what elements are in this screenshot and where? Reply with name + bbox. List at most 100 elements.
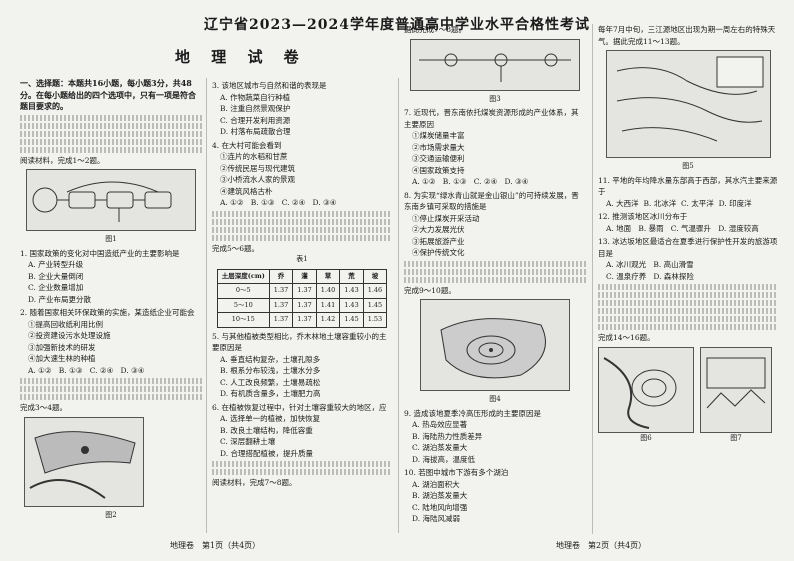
table-cell: 10～15 bbox=[216, 312, 270, 328]
q7-item-1: ①煤炭储量丰富 bbox=[412, 131, 465, 140]
q10-option-d: D. 海陆风减弱 bbox=[412, 514, 461, 523]
q2-item-2: ②投资建设污水处理设施 bbox=[28, 331, 111, 340]
q1-option-d: D. 产业布局更分散 bbox=[28, 294, 92, 304]
figure-1-caption: 图1 bbox=[105, 235, 117, 243]
q11-option-c: C. 太平洋 bbox=[681, 198, 714, 208]
q2-item-4: ④加大速生林的种植 bbox=[28, 354, 96, 363]
table-cell: 1.40 bbox=[315, 283, 341, 299]
q7-item-3: ③交通运输便利 bbox=[412, 154, 465, 163]
table-cell: 1.37 bbox=[292, 297, 317, 313]
q4-item-4: ④建筑风格古朴 bbox=[220, 186, 273, 196]
q8-item-4: ④保护传统文化 bbox=[412, 248, 465, 257]
village-map bbox=[29, 430, 136, 499]
q2-answer-c: C. ②④ bbox=[89, 365, 114, 375]
q12-option-a: A. 地面 bbox=[606, 223, 632, 233]
intro-5-6: 完成5～6题。 bbox=[212, 243, 260, 253]
q7-item-4: ④国家政策支持 bbox=[412, 165, 465, 175]
q4-answer-d: D. ③④ bbox=[312, 198, 337, 207]
question-9: 9. 造成该地夏季冷高压形成的主要原因是 bbox=[404, 408, 542, 418]
q5-option-c: C. 人工改良频繁，土壤易疏松 bbox=[220, 377, 321, 387]
exam-title: 辽宁省2023—2024学年度普通高中学业水平合格性考试 bbox=[204, 17, 590, 33]
q13-option-d: D. 森林探险 bbox=[653, 271, 694, 281]
q5-option-a: A. 垂直结构复杂，土壤孔隙多 bbox=[220, 354, 321, 364]
q4-answer-a: A. ①② bbox=[220, 198, 244, 207]
q2-item-3: ③加强新技术的研发 bbox=[28, 342, 96, 352]
table-header: 荒 bbox=[339, 268, 364, 284]
q3-option-b: B. 注重自然景观保护 bbox=[220, 104, 291, 113]
question-1: 1. 国家政策的变化对中国造纸产业的主要影响是 bbox=[20, 248, 180, 258]
table-header: 草 bbox=[315, 268, 341, 284]
paper-title: 地 理 试 卷 bbox=[175, 48, 307, 66]
intro-11-13: 每年7月中旬，三江源地区出现为期一周左右的特殊天气。据此完成11～13题。 bbox=[598, 25, 776, 46]
figures-6-7: 图6 图7 bbox=[598, 346, 778, 445]
q11-option-d: D. 印度洋 bbox=[718, 198, 752, 208]
q8-item-3: ③拓展旅游产业 bbox=[412, 236, 465, 246]
table-cell: 1.45 bbox=[339, 312, 364, 328]
q4-item-3: ③小桥流水人家的景观 bbox=[220, 175, 295, 184]
table-1-caption: 表1 bbox=[296, 255, 308, 263]
q7-answer-a: A. ①② bbox=[412, 177, 436, 186]
q7-answer-d: D. ③④ bbox=[504, 177, 529, 186]
table-cell: 1.45 bbox=[362, 297, 388, 313]
intro-3-4: 完成3～4题。 bbox=[20, 403, 68, 412]
q6-option-a: A. 选择单一的植被，加快恢复 bbox=[220, 414, 321, 423]
q12-option-c: C. 气温骤升 bbox=[670, 223, 712, 233]
table-cell: 1.37 bbox=[292, 312, 317, 328]
paper-industry-flow-diagram bbox=[32, 181, 172, 222]
footer-left: 地理卷 第1页（共4页） bbox=[170, 541, 261, 550]
intro-7-8: 据此完成7～8题。 bbox=[404, 25, 467, 34]
q11-option-b: B. 北冰洋 bbox=[643, 198, 677, 208]
page-divider bbox=[398, 78, 399, 533]
table-row: 5～10 1.37 1.37 1.41 1.43 1.45 bbox=[216, 297, 388, 313]
column-3: 据此完成7～8题。 图3 7. 近现代，晋东南依托煤炭资源形成的产业体系，其主要… bbox=[404, 24, 586, 534]
intro-9-10: 完成9～10题。 bbox=[404, 285, 456, 295]
q2-item-1: ①提高回收纸利用比例 bbox=[28, 319, 103, 329]
q2-answer-b: B. ①③ bbox=[58, 365, 83, 375]
figure-6-wrap: 图6 bbox=[598, 346, 694, 445]
figure-7-wrap: 图7 bbox=[700, 346, 772, 445]
question-2: 2. 随着国家相关环保政策的实施，某造纸企业可能会 bbox=[20, 308, 195, 317]
section-head: 一、选择题：本题共16小题，每小题3分，共48分。在每小题给出的四个选项中，只有… bbox=[20, 78, 196, 111]
column-divider bbox=[206, 78, 207, 533]
figure-1 bbox=[26, 169, 196, 231]
question-6: 6. 在植被恢复过程中，针对土壤容重较大的地区，应 bbox=[212, 402, 387, 412]
table-header: 土层深度(cm) bbox=[216, 268, 270, 284]
q12-option-d: D. 湿度较高 bbox=[718, 223, 759, 233]
table-header-row: 土层深度(cm) 乔 灌 草 荒 坡 bbox=[216, 268, 388, 284]
q1-option-b: B. 企业大量倒闭 bbox=[28, 271, 84, 281]
q6-option-b: B. 改良土壤结构，降低容重 bbox=[220, 425, 313, 435]
question-5: 5. 与其他植被类型相比，乔木林地土壤容重较小的主要原因是 bbox=[212, 331, 387, 353]
column-divider bbox=[592, 24, 593, 534]
q9-option-c: C. 湖泊蒸发量大 bbox=[412, 443, 468, 452]
figure-7-caption: 图7 bbox=[730, 433, 742, 442]
q12-options: A. 地面 B. 暴雨 C. 气温骤升 D. 湿度较高 bbox=[598, 223, 778, 235]
q7-item-2: ②市场需求量大 bbox=[412, 142, 465, 152]
header: 辽宁省2023—2024学年度普通高中学业水平合格性考试 bbox=[0, 14, 794, 34]
q2-answer-d: D. ③④ bbox=[120, 365, 145, 375]
q4-answer-b: B. ①③ bbox=[250, 198, 275, 207]
table-cell: 1.37 bbox=[268, 297, 294, 313]
table-row: 10～15 1.37 1.37 1.42 1.45 1.53 bbox=[216, 312, 388, 328]
column-2: 3. 该地区城市与自然和谐的表现是 A. 作物蔬菜自行种植 B. 注重自然景观保… bbox=[212, 78, 392, 533]
table-row: 0～5 1.37 1.37 1.40 1.43 1.46 bbox=[216, 283, 388, 299]
question-12: 12. 推测该地区冰川分布于 bbox=[598, 212, 688, 221]
q11-option-a: A. 大西洋 bbox=[606, 198, 639, 208]
pressure-map bbox=[440, 318, 546, 379]
figure-2-caption: 图2 bbox=[105, 510, 117, 519]
q2-answers: A. ①② B. ①③ C. ②④ D. ③④ bbox=[20, 365, 202, 377]
q1-option-a: A. 产业转型升级 bbox=[28, 260, 84, 269]
q10-option-a: A. 湖泊面积大 bbox=[412, 479, 460, 489]
table-cell: 1.43 bbox=[339, 283, 364, 299]
q9-option-a: A. 热岛效应显著 bbox=[412, 420, 468, 429]
q11-options: A. 大西洋 B. 北冰洋 C. 太平洋 D. 印度洋 bbox=[598, 198, 778, 210]
question-8: 8. 为实现“绿水青山就是金山银山”的可持续发展，晋东南乡镇可采取的措施是 bbox=[404, 190, 579, 212]
q4-item-1: ①连片的水稻和甘蔗 bbox=[220, 152, 288, 161]
q9-option-b: B. 海陆热力性质差异 bbox=[412, 431, 483, 441]
figure-5-caption: 图5 bbox=[682, 162, 694, 170]
column-1: 一、选择题：本题共16小题，每小题3分，共48分。在每小题给出的四个选项中，只有… bbox=[20, 78, 202, 533]
table-cell: 1.46 bbox=[362, 283, 388, 299]
q7-answer-b: B. ①③ bbox=[442, 177, 467, 186]
q13-options-2: C. 温泉疗养 D. 森林探险 bbox=[598, 271, 778, 283]
question-13: 13. 冰达坂地区最适合在夏季进行保护性开发的旅游项目是 bbox=[598, 237, 778, 258]
q13-options-1: A. 冰川观光 B. 高山滑雪 bbox=[598, 259, 778, 271]
